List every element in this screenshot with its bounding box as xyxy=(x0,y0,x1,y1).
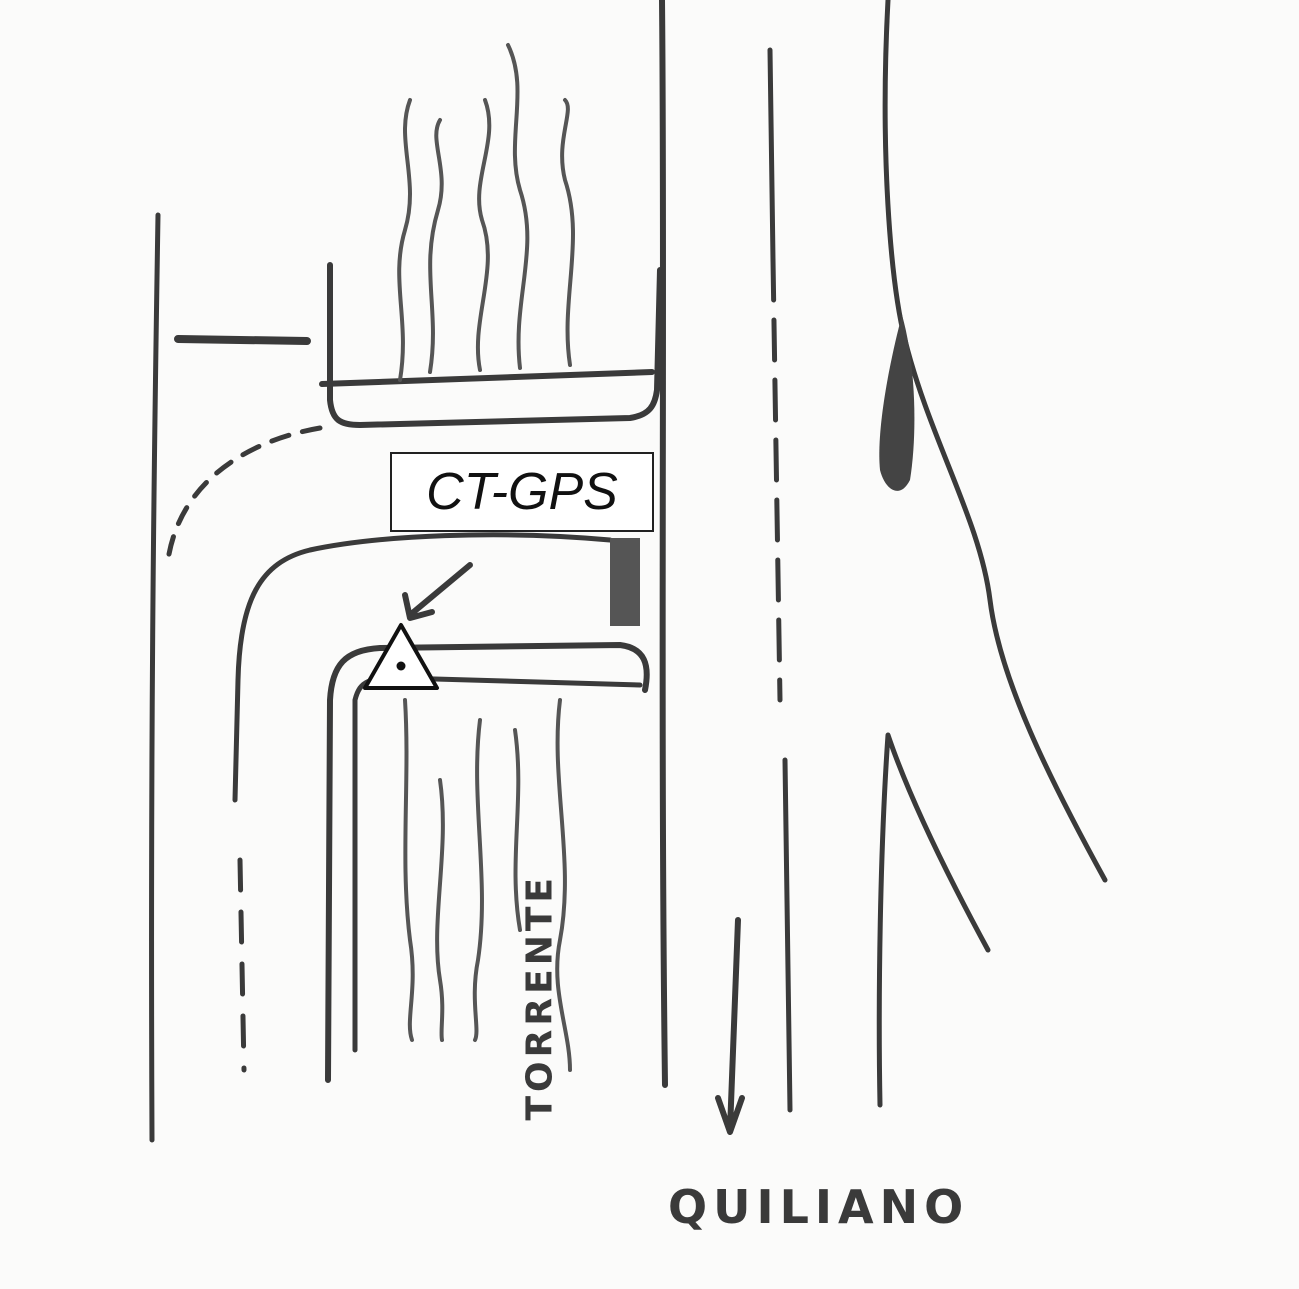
canal-right-line xyxy=(659,0,668,1088)
upper-block-line xyxy=(319,369,655,387)
dashed-curve-path xyxy=(165,425,323,563)
upper-wave-3 xyxy=(475,98,492,372)
stream-label: TORRENTE xyxy=(519,874,561,1121)
road-stub xyxy=(174,335,311,345)
upper-wave-4 xyxy=(506,43,530,370)
lower-wave-5 xyxy=(555,698,572,1072)
lower-wave-1 xyxy=(403,698,415,1042)
station-label-box: CT-GPS xyxy=(390,452,654,532)
triangle-with-dot-icon xyxy=(363,623,439,690)
lower-block-line xyxy=(352,675,643,1053)
left-road-dashed xyxy=(237,857,247,1073)
lower-wave-3 xyxy=(472,718,484,1042)
right-road-lower xyxy=(782,757,793,1113)
right-road-upper xyxy=(767,47,776,263)
river-right-bank xyxy=(876,732,991,1108)
upper-wave-2 xyxy=(428,118,444,374)
upper-wave-1 xyxy=(397,98,412,382)
lower-block xyxy=(325,642,650,1083)
lower-wave-4 xyxy=(513,728,522,932)
filled-rectangle xyxy=(610,538,640,626)
arrow-down-icon xyxy=(715,917,745,1135)
upper-wave-5 xyxy=(560,98,575,367)
left-road-line xyxy=(149,212,161,1143)
station-label: CT-GPS xyxy=(426,463,618,521)
upper-block xyxy=(327,262,663,428)
lower-wave-2 xyxy=(435,778,445,1042)
river-dark-patch xyxy=(879,315,915,491)
right-road-dashed xyxy=(770,257,783,703)
town-label: QUILIANO xyxy=(668,1180,970,1234)
river-left-bank xyxy=(882,0,1108,883)
lower-curve-road xyxy=(232,532,613,803)
pointer-arrow-icon xyxy=(402,562,473,621)
